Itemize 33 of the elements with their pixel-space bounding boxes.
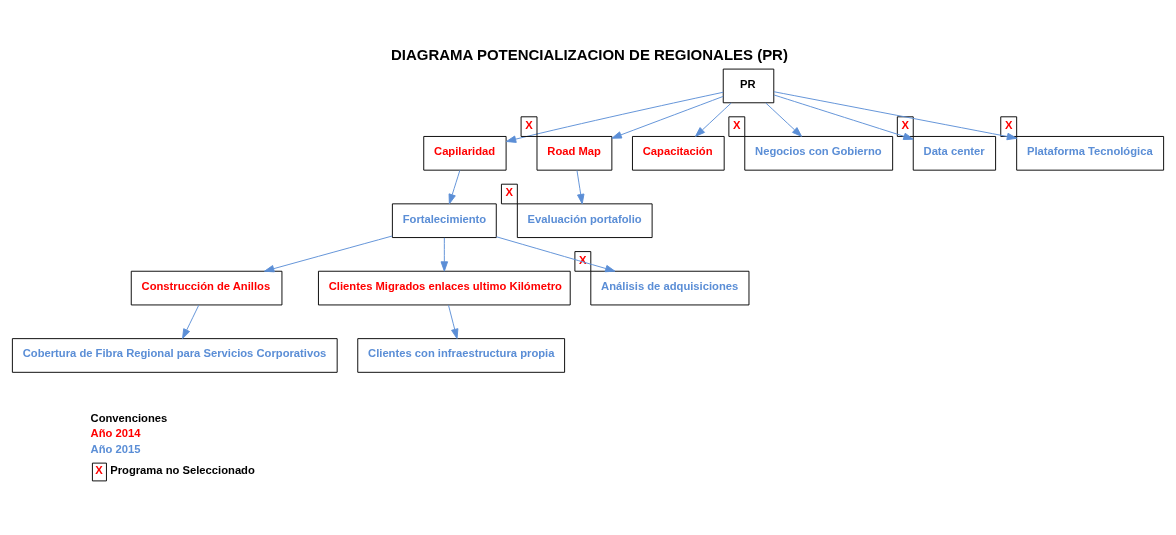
node-box: Capilaridad [423, 136, 507, 171]
node-label: X [733, 119, 741, 132]
arrow [505, 91, 724, 143]
arrow [611, 95, 724, 139]
legend-label: Programa no Seleccionado [110, 463, 255, 476]
node-label: X [579, 253, 587, 266]
arrow [440, 237, 449, 272]
legend-label: Año 2014 [90, 427, 141, 440]
node-box: Fortalecimiento [391, 203, 497, 238]
arrow [773, 94, 914, 140]
label: Convenciones [90, 411, 168, 424]
node-label: X [505, 186, 514, 199]
node-box: Construcción de Anillos [130, 270, 283, 306]
node-box: PR [722, 68, 775, 104]
arrow [495, 236, 616, 273]
arrow [765, 102, 803, 137]
arrow [695, 102, 732, 137]
node-label: X [1004, 119, 1013, 132]
node-label: X [901, 119, 910, 132]
arrow [182, 304, 200, 339]
node-box: Capacitación [632, 136, 725, 171]
node-label: X [525, 119, 533, 132]
arrow [448, 304, 459, 339]
arrow [773, 91, 1018, 141]
arrow [264, 235, 393, 273]
node-box: Clientes Migrados enlaces ultimo Kilómetro [317, 270, 571, 306]
legend-label: Año 2015 [90, 443, 141, 456]
arrow [448, 169, 461, 205]
arrow [576, 169, 585, 205]
node-box: Cobertura de Fibra Regional para Servicios Corporativos [11, 338, 338, 373]
diagram-title: DIAGRAMA POTENCIALIZACION DE REGIONALES (PR) [390, 45, 788, 63]
node-box: Clientes con infraestructura propia [357, 338, 566, 373]
label: X [95, 463, 103, 476]
